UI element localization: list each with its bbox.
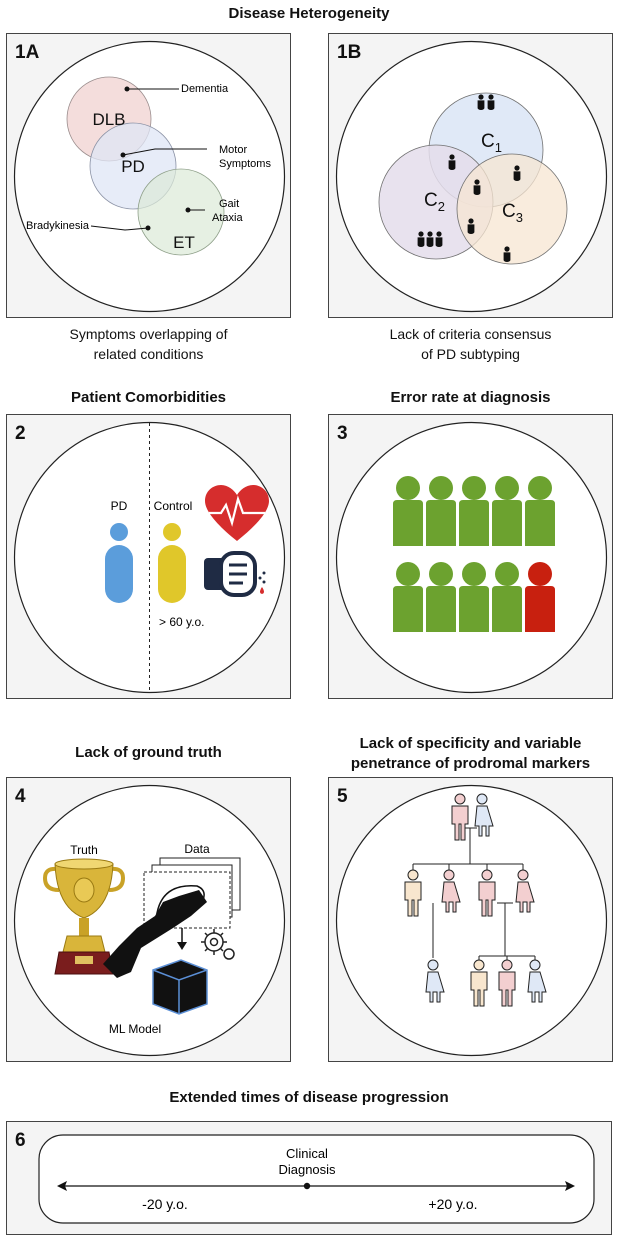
panel-6-heading: Extended times of disease progression [169, 1089, 449, 1106]
pedigree-people [404, 793, 547, 1007]
c3-label: C3 [502, 201, 523, 225]
panel-number: 2 [15, 423, 26, 444]
male-affected-person-icon [451, 793, 469, 841]
c1-label: C1 [481, 131, 502, 155]
truth-label: Truth [70, 843, 98, 857]
person-icon-control [158, 523, 186, 603]
correct-patients-row-1 [393, 476, 555, 546]
bradykinesia-label: Bradykinesia [26, 220, 90, 232]
page-title: Disease Heterogeneity [228, 5, 390, 22]
left-time-label: -20 y.o. [142, 1196, 188, 1212]
panel-4-heading: Lack of ground truth [75, 744, 222, 761]
male-carrier-person-icon [470, 959, 488, 1007]
clinical-label-1: Clinical [286, 1146, 328, 1161]
panel-1a-caption: Symptoms overlapping of related conditio… [6, 324, 291, 364]
panel-5: 5 [328, 777, 613, 1062]
female-unaffected-person-icon [474, 793, 494, 837]
person-icon-pd [105, 523, 133, 603]
panel-2: PD Control > 60 y.o. 2 [6, 414, 291, 699]
panel-number: 5 [337, 786, 348, 807]
gear-icon [201, 929, 235, 960]
dementia-label: Dementia [181, 83, 229, 95]
trophy-icon [42, 858, 126, 975]
panel-5-diagram [335, 784, 608, 1057]
panel-1b-diagram: C1 C2 C3 [335, 40, 608, 313]
gait-label-1: Gait [219, 198, 239, 210]
panel-3-heading: Error rate at diagnosis [390, 389, 551, 406]
panel-number: 1B [337, 42, 362, 63]
motor-pointer-line [122, 148, 207, 156]
female-unaffected-person-icon [425, 959, 445, 1003]
misdiagnosed-patient [525, 562, 555, 632]
motor-label-2: Symptoms [219, 158, 271, 170]
heading-line-2: penetrance of prodromal markers [350, 755, 591, 772]
age-label: > 60 y.o. [159, 615, 204, 629]
female-unaffected-person-icon [527, 959, 547, 1003]
heart-ekg-icon [205, 485, 269, 541]
pd-label: PD [111, 499, 128, 513]
panel-number: 1A [15, 42, 40, 63]
panel-3-diagram [335, 421, 608, 694]
panel-number: 3 [337, 423, 348, 444]
male-affected-person-icon [478, 869, 496, 917]
panel-2-diagram: PD Control > 60 y.o. [13, 421, 286, 694]
panel-4: Truth Data [6, 777, 291, 1062]
pd-label: PD [121, 157, 145, 176]
panel-number: 6 [15, 1130, 26, 1151]
cluster-c3 [456, 153, 568, 265]
control-label: Control [154, 499, 193, 513]
male-affected-person-icon [498, 959, 516, 1007]
timeline-arrow-left [57, 1181, 67, 1191]
panel-number: 4 [15, 786, 26, 807]
panel-4-diagram: Truth Data [13, 784, 286, 1057]
gait-label-2: Ataxia [212, 212, 243, 224]
data-label: Data [184, 842, 210, 856]
caption-line-2: of PD subtyping [421, 346, 520, 362]
panel-5-heading: Lack of specificity and variable penetra… [328, 734, 613, 774]
panel-1a: DLB PD ET Dementia Motor Symptoms Gait A… [6, 33, 291, 318]
flow-arrowhead [177, 942, 187, 950]
panel-6-diagram: Clinical Diagnosis -20 y.o. +20 y.o. [38, 1134, 595, 1224]
bradykinesia-pointer-line [90, 225, 149, 231]
c2-label: C2 [424, 190, 445, 214]
model-label: ML Model [109, 1022, 161, 1036]
outer-circle [335, 421, 608, 694]
outer-circle [335, 784, 608, 1057]
timeline-frame [38, 1134, 595, 1224]
caption-line-2: related conditions [93, 346, 204, 362]
male-carrier-person-icon [404, 869, 422, 917]
panel-1b-caption: Lack of criteria consensus of PD subtypi… [328, 324, 613, 364]
diagnosis-point [303, 1182, 311, 1190]
panel-3: 3 [328, 414, 613, 699]
panel-6: Clinical Diagnosis -20 y.o. +20 y.o. 6 [6, 1121, 612, 1235]
truth-shadow [103, 890, 207, 978]
female-affected-person-icon [515, 869, 535, 913]
clinical-label-2: Diagnosis [278, 1162, 336, 1177]
panel-1a-diagram: DLB PD ET Dementia Motor Symptoms Gait A… [13, 40, 286, 313]
heading-line-1: Lack of specificity and variable [359, 735, 582, 752]
finger-prick-icon [204, 551, 266, 597]
dlb-label: DLB [92, 110, 125, 129]
caption-line-1: Symptoms overlapping of [69, 326, 228, 342]
panel-2-heading: Patient Comorbidities [70, 389, 227, 406]
et-circle [137, 168, 225, 256]
right-time-label: +20 y.o. [428, 1196, 477, 1212]
cube-icon [152, 959, 208, 1015]
timeline-arrow-right [565, 1181, 575, 1191]
panel-1b: C1 C2 C3 1B [328, 33, 613, 318]
et-label: ET [173, 233, 195, 252]
female-affected-person-icon [441, 869, 461, 913]
motor-label-1: Motor [219, 144, 247, 156]
caption-line-1: Lack of criteria consensus [389, 326, 552, 342]
